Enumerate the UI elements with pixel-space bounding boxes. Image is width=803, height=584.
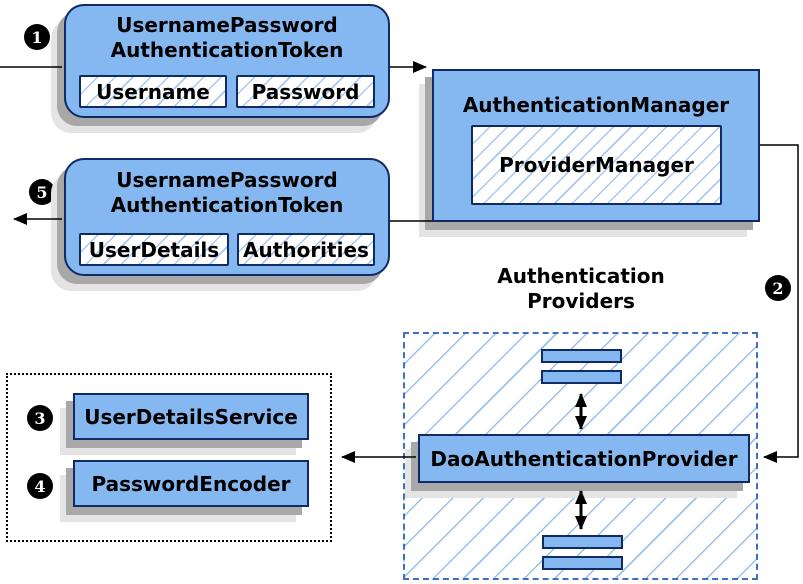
dao-authentication-provider-node: DaoAuthenticationProvider (418, 434, 750, 483)
step-4-badge: 4 (27, 473, 53, 499)
username-password-token-result-node: UsernamePassword AuthenticationToken Use… (64, 158, 390, 276)
token-in-title-line2: AuthenticationToken (110, 38, 344, 62)
authentication-providers-label-line2: Providers (527, 289, 635, 313)
token-out-fields: UserDetails Authorities (79, 233, 375, 266)
token-in-fields: Username Password (79, 75, 375, 108)
username-field-box: Username (79, 75, 227, 108)
step-2-badge: 2 (765, 275, 791, 301)
username-password-token-request-node: UsernamePassword AuthenticationToken Use… (64, 4, 390, 118)
user-details-service-node: UserDetailsService (73, 393, 309, 440)
authentication-providers-label-line1: Authentication (497, 264, 665, 288)
provider-stack-bar-top-2 (541, 370, 622, 384)
authentication-manager-node: AuthenticationManager ProviderManager (432, 69, 760, 222)
authentication-manager-title: AuthenticationManager (462, 93, 730, 117)
provider-stack-bar-top-1 (541, 349, 622, 363)
authentication-providers-label: Authentication Providers (466, 264, 696, 314)
token-out-title-line2: AuthenticationToken (110, 193, 344, 217)
collaborators-group (6, 373, 332, 542)
password-field-box: Password (236, 75, 375, 108)
step-1-badge: 1 (24, 24, 50, 50)
step-3-badge: 3 (27, 405, 53, 431)
authorities-field-box: Authorities (237, 233, 375, 266)
provider-stack-bar-bottom-2 (542, 556, 623, 570)
step-5-badge: 5 (29, 179, 55, 205)
token-in-title-line1: UsernamePassword (116, 13, 338, 37)
provider-manager-box: ProviderManager (471, 125, 722, 205)
password-encoder-node: PasswordEncoder (73, 460, 309, 507)
manager-to-provider-arrow (760, 144, 799, 463)
user-details-field-box: UserDetails (79, 233, 229, 266)
token-out-title-line1: UsernamePassword (116, 168, 338, 192)
provider-stack-bar-bottom-1 (542, 535, 623, 549)
